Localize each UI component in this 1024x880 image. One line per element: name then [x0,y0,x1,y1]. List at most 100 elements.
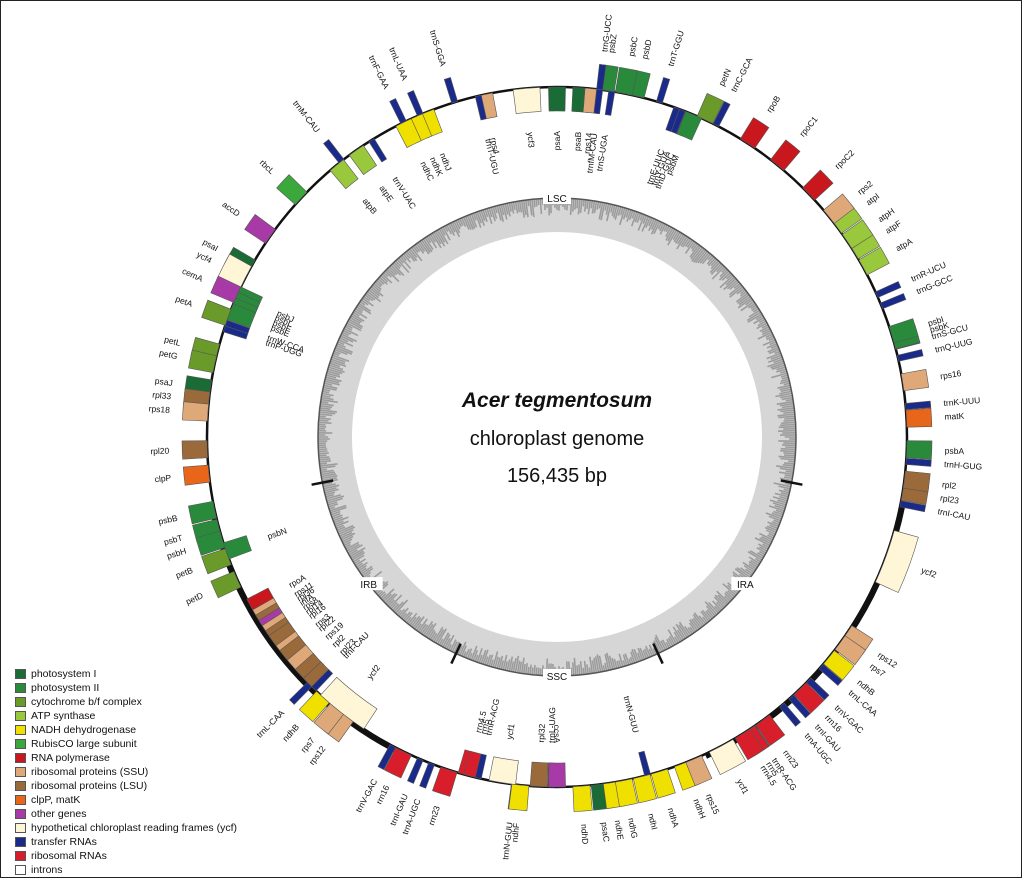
legend-label: clpP, matK [31,794,81,806]
gene-block [182,401,209,422]
legend-swatch [15,753,26,763]
region-boundary-tick [450,643,462,665]
gene-label: trnL-UAA [387,46,410,82]
gene-label: atpA [894,236,914,253]
legend-item: photosystem I [15,667,237,681]
gene-trnt-ggu: trnT-GGU [656,29,686,104]
region-boundary-tick [311,479,334,486]
gene-label: trnV-GAC [353,777,379,814]
legend-swatch [15,767,26,777]
gene-block [210,571,242,599]
gene-block [223,535,252,560]
legend-label: photosystem I [31,668,97,680]
gene-rpl2: rpl2 [902,470,957,493]
gene-label: psbI [927,314,945,328]
legend-item: transfer RNAs [15,835,237,849]
gene-block [823,193,855,224]
gene-rpoc1: rpoC1 [770,114,820,171]
gene-ndhi: ndhI [632,774,660,831]
legend-swatch [15,851,26,861]
region-label-bg [543,669,571,682]
gene-block [905,407,933,428]
gene-label: psbZ [606,33,619,53]
gene-block [656,77,671,104]
gene-peta: petA [174,294,232,326]
gene-block [508,783,530,812]
gene-block [875,281,902,298]
legend-item: RNA polymerase [15,751,237,765]
region-label-lsc: LSC [547,194,566,205]
gene-rrn23: rrn23 [426,766,458,826]
gene-block [834,635,867,666]
gene-block [902,470,931,493]
gene-trnfm-cau: trnfM-CAU [584,88,604,174]
legend-item: RubisCO large subunit [15,737,237,751]
legend-swatch [15,795,26,805]
gene-block [276,174,308,206]
region-boundary-tick [780,479,803,486]
legend-swatch [15,711,26,721]
gene-block [615,66,638,96]
gene-block [188,349,217,373]
gene-trnk-uuu: trnK-UUU [905,395,981,410]
gene-label: trnC-GCA [729,55,755,93]
gene-label: rrn23 [426,804,442,826]
gene-block [548,762,566,788]
legend-label: ATP synthase [31,710,96,722]
gene-block [818,663,843,686]
gene-label: trnT-GGU [666,29,686,67]
gene-label: psbD [639,38,653,60]
gene-block [685,755,713,787]
gene-block [182,464,211,486]
gene-block [650,768,676,799]
legend-swatch [15,781,26,791]
gene-block [770,139,801,171]
gene-label: trnK-UUU [943,395,981,408]
gene-label: psbN [266,525,288,541]
gene-psbb: psbB [157,501,217,527]
gene-block [384,747,412,779]
gene-block [905,458,932,467]
gene-label: atpE [377,183,395,203]
species-name: Acer tegmentosum [461,389,652,412]
gene-label: trnH-GUG [944,459,983,472]
gene-label: trnfM-CAU [584,133,599,174]
gene-label: petL [163,334,182,348]
gene-label: trnF-GAA [367,54,392,91]
gene-block [311,669,334,692]
legend-swatch [15,697,26,707]
gene-block [548,86,566,112]
gene-petn: petN [696,67,733,124]
region-label-bg [354,577,383,591]
gene-block [806,677,830,701]
gene-block [443,77,458,104]
gene-block [755,714,786,747]
gene-block [407,757,424,784]
gene-label: ycf1 [504,723,516,740]
gene-block [226,303,256,329]
gene-rpl20: rpl20 [150,440,208,460]
legend-swatch [15,739,26,749]
gene-label: atpI [864,191,881,208]
gene-block [320,676,378,730]
gene-rpob: rpoB [739,94,782,149]
legend-label: ribosomal proteins (LSU) [31,780,148,792]
gene-label: cemA [181,266,205,284]
gene-label: trnG-UCC [599,14,614,53]
gene-label: ndhF [509,822,521,842]
gene-label: atpB [361,196,380,216]
gene-label: psaJ [154,376,173,388]
gene-block [905,400,932,410]
gene-label: ndhA [666,807,681,829]
legend-item: NADH dehydrogenase [15,723,237,737]
gene-label: petD [184,590,204,606]
gene-block [888,318,919,344]
legend-swatch [15,683,26,693]
gene-ycf1: ycf1 [488,723,519,785]
gene-label: ndhI [646,812,660,830]
legend-label: ribosomal RNAs [31,850,107,862]
legend-label: other genes [31,808,87,820]
gene-label: rps16 [939,368,962,381]
legend-item: cytochrome b/f complex [15,695,237,709]
